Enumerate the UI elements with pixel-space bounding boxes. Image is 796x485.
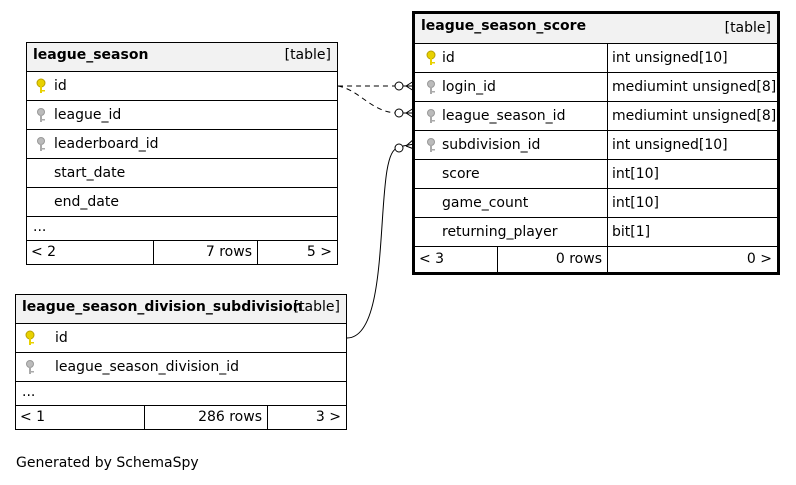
table-header: league_season_score [table] (415, 14, 777, 44)
row-count: 7 rows (153, 241, 257, 264)
ellipsis-row: ... (16, 382, 346, 406)
column-row: id (27, 72, 337, 101)
table-footer: < 3 0 rows 0 > (415, 247, 777, 272)
row-count: 0 rows (497, 247, 607, 272)
children-count: 3 > (267, 406, 346, 429)
table-league-season-score: league_season_score [table] id int unsig… (412, 11, 780, 275)
column-type: int[10] (607, 189, 778, 217)
column-row: game_count int[10] (415, 189, 777, 218)
column-name: id (54, 78, 67, 94)
column-row: score int[10] (415, 160, 777, 189)
column-name: returning_player (442, 224, 558, 240)
table-footer: < 2 7 rows 5 > (27, 241, 337, 264)
crowfoot-subdivision (394, 138, 415, 153)
children-count: 0 > (607, 247, 778, 272)
parents-count: < 1 (20, 409, 46, 425)
foreign-key-icon (425, 79, 437, 95)
column-type: int unsigned[10] (607, 131, 778, 159)
primary-key-icon (24, 330, 36, 346)
table-header: league_season [table] (27, 43, 337, 72)
column-row: id int unsigned[10] (415, 44, 777, 73)
column-type: mediumint unsigned[8] (607, 102, 778, 130)
table-league-season-division-subdivision: league_season_division_subdivision [tabl… (15, 294, 347, 430)
table-header: league_season_division_subdivision [tabl… (16, 295, 346, 324)
children-count: 5 > (257, 241, 337, 264)
foreign-key-icon (35, 107, 47, 123)
primary-key-icon (425, 50, 437, 66)
ellipsis: ... (33, 219, 47, 235)
table-name: league_season_score (421, 18, 587, 34)
column-name: leaderboard_id (54, 136, 159, 152)
column-name: id (55, 330, 68, 346)
column-row: id (16, 324, 346, 353)
column-name: league_season_division_id (55, 359, 240, 375)
table-type: [table] (284, 47, 331, 63)
column-row: leaderboard_id (27, 130, 337, 159)
column-name: league_id (54, 107, 122, 123)
ellipsis: ... (22, 384, 36, 400)
column-name: end_date (54, 194, 119, 210)
table-footer: < 1 286 rows 3 > (16, 406, 346, 429)
foreign-key-icon (24, 359, 36, 375)
column-name: login_id (442, 79, 496, 95)
column-name: game_count (442, 195, 529, 211)
table-league-season: league_season [table] id league_id leade… (26, 42, 338, 265)
column-row: league_season_id mediumint unsigned[8] (415, 102, 777, 131)
primary-key-icon (35, 78, 47, 94)
column-name: league_season_id (442, 108, 566, 124)
relation-line-subdivision (346, 147, 399, 339)
foreign-key-icon (425, 108, 437, 124)
column-name: id (442, 50, 455, 66)
table-name: league_season_division_subdivision (22, 299, 303, 315)
crowfoot-login (394, 80, 415, 92)
row-count: 286 rows (144, 406, 267, 429)
parents-count: < 2 (31, 244, 57, 260)
column-name: score (442, 166, 480, 182)
column-row: league_season_division_id (16, 353, 346, 382)
table-name: league_season (33, 47, 149, 63)
column-type: mediumint unsigned[8] (607, 73, 778, 101)
column-row: league_id (27, 101, 337, 130)
column-row: start_date (27, 159, 337, 188)
column-name: subdivision_id (442, 137, 541, 153)
column-type: int unsigned[10] (607, 44, 778, 72)
foreign-key-icon (35, 136, 47, 152)
column-row: returning_player bit[1] (415, 218, 777, 247)
table-type: [table] (293, 299, 340, 315)
foreign-key-icon (425, 137, 437, 153)
column-row: login_id mediumint unsigned[8] (415, 73, 777, 102)
column-type: bit[1] (607, 218, 778, 246)
column-row: subdivision_id int unsigned[10] (415, 131, 777, 160)
generated-by-label: Generated by SchemaSpy (16, 455, 199, 471)
relation-line-league-season (337, 85, 399, 114)
parents-count: < 3 (419, 251, 445, 267)
ellipsis-row: ... (27, 217, 337, 241)
table-type: [table] (724, 20, 771, 36)
column-type: int[10] (607, 160, 778, 188)
column-row: end_date (27, 188, 337, 217)
column-name: start_date (54, 165, 126, 181)
